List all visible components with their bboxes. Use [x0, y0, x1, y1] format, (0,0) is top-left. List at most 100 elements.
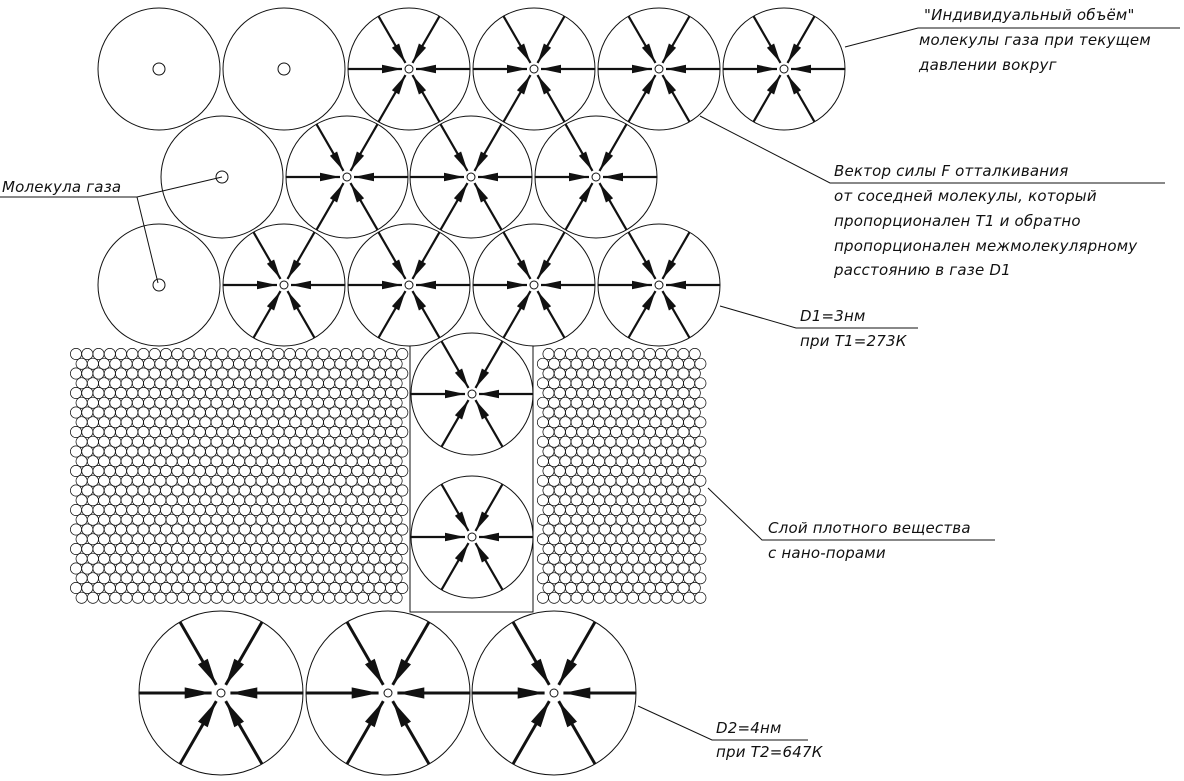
lattice-particle [542, 504, 555, 516]
lattice-particle [109, 494, 122, 507]
lattice-particle [385, 543, 397, 555]
lattice-particle [638, 572, 651, 585]
lattice-particle [356, 416, 369, 429]
lattice-particle [548, 513, 561, 526]
lattice-particle [143, 533, 156, 546]
lattice-particle [317, 504, 330, 516]
lattice-particle [261, 465, 274, 477]
gas-molecule-dot [404, 280, 414, 290]
lattice-particle [683, 572, 696, 585]
lattice-particle [362, 348, 375, 360]
lattice-particle [115, 406, 127, 419]
lattice-particle [272, 387, 285, 399]
lattice-particle [334, 377, 347, 390]
lattice-particle [160, 484, 172, 497]
force-vector-arrowhead [382, 64, 402, 74]
lattice-particle [103, 367, 116, 380]
lattice-particle [283, 523, 296, 536]
lattice-particle [176, 533, 189, 546]
label-dense-layer: Слой плотного вещества с нано-порами [768, 519, 971, 562]
lattice-particle [323, 455, 336, 468]
lattice-particle [81, 367, 94, 380]
lattice-particle [109, 416, 122, 429]
lattice-particle [542, 465, 555, 477]
force-vector-arrowhead [516, 259, 531, 279]
lattice-particle [671, 494, 684, 507]
force-vector-arrowhead [599, 183, 614, 203]
lattice-particle [165, 533, 178, 546]
lattice-particle [131, 513, 144, 526]
lattice-particle [317, 426, 330, 438]
lattice-particle [666, 465, 679, 477]
lattice-particle [126, 348, 139, 360]
lattice-particle [289, 396, 302, 409]
lattice-particle [295, 562, 307, 575]
force-vector-arrowhead [475, 511, 490, 531]
lattice-particle [610, 387, 622, 399]
lattice-particle [323, 552, 336, 565]
lattice-particle [317, 367, 330, 380]
lattice-particle [283, 562, 296, 575]
lattice-particle [655, 484, 667, 497]
lattice-particle [677, 504, 690, 516]
lattice-particle [626, 552, 639, 565]
lattice-particle [70, 465, 82, 477]
lattice-particle [581, 435, 594, 448]
lattice-particle [120, 591, 133, 604]
lattice-particle [244, 591, 257, 604]
lattice-particle [272, 426, 285, 438]
lattice-particle [92, 348, 105, 360]
lattice-particle [368, 396, 381, 409]
lattice-particle [610, 543, 622, 555]
lattice-particle [610, 523, 622, 536]
lattice-particle [576, 348, 589, 360]
lattice-particle [632, 426, 645, 438]
lattice-particle [390, 572, 403, 585]
force-vector-arrowhead [641, 259, 656, 279]
lattice-particle [199, 455, 212, 468]
lattice-particle [565, 406, 577, 419]
lattice-particle [233, 357, 246, 370]
lattice-particle [266, 572, 279, 585]
lattice-particle [660, 416, 673, 429]
lattice-particle [581, 396, 594, 409]
lattice-particle [345, 435, 358, 448]
lattice-particle [227, 562, 240, 575]
lattice-particle [131, 357, 144, 370]
lattice-particle [570, 455, 583, 468]
lattice-particle [165, 494, 178, 507]
lattice-particle [120, 396, 133, 409]
lattice-particle [295, 465, 307, 477]
lattice-particle [193, 543, 206, 555]
lattice-particle [396, 562, 409, 575]
lattice-particle [98, 416, 111, 429]
force-vector-arrowhead [287, 259, 302, 279]
lattice-particle [193, 348, 206, 360]
lattice-particle [649, 591, 662, 604]
lattice-particle [368, 572, 381, 585]
lattice-particle [542, 445, 555, 458]
label-force-vector-line-2: от соседней молекулы, который [834, 187, 1097, 205]
lattice-particle [143, 474, 156, 487]
lattice-particle [238, 484, 251, 497]
lattice-particle [137, 523, 150, 536]
lattice-particle [283, 582, 296, 594]
lattice-particle [328, 445, 341, 458]
lattice-particle [694, 494, 707, 507]
lattice-particle [643, 543, 656, 555]
lattice-particle [131, 474, 144, 487]
lattice-particle [266, 357, 279, 370]
lattice-particle [688, 367, 701, 380]
lattice-particle [171, 543, 184, 555]
lattice-particle [559, 416, 572, 429]
lattice-particle [604, 455, 617, 468]
lattice-particle [373, 504, 386, 516]
lattice-particle [317, 348, 330, 360]
lattice-particle [137, 445, 150, 458]
lattice-particle [666, 445, 679, 458]
lattice-particle [334, 533, 347, 546]
lattice-particle [182, 445, 195, 458]
lattice-particle [660, 513, 673, 526]
force-vector-arrowhead [454, 368, 469, 388]
lattice-particle [92, 426, 105, 438]
